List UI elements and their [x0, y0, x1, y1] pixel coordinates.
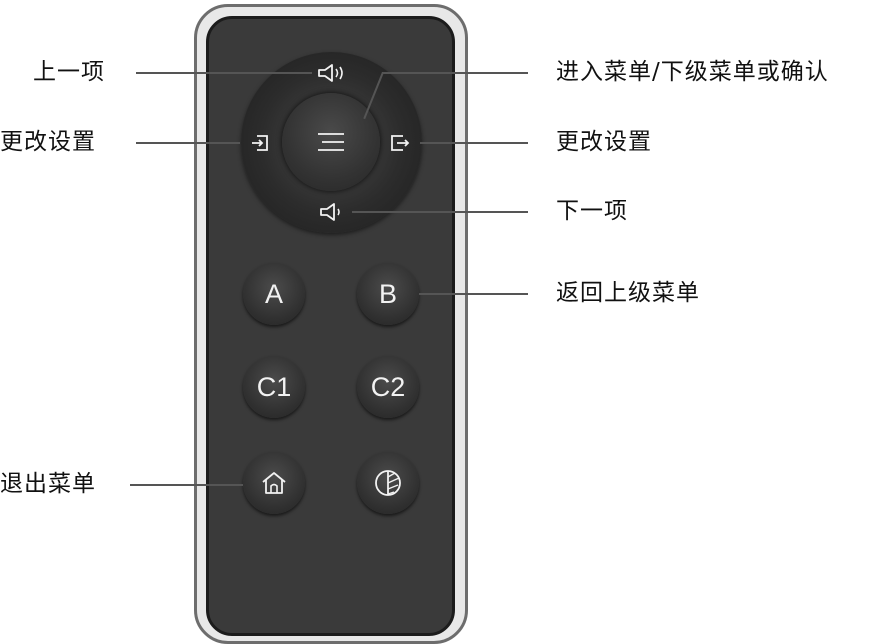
c2-button[interactable]: C2: [357, 356, 419, 418]
remote-diagram: A B C1 C2 上一项 更改设置 进入菜单/下级菜单或确认 更改设置 下一项…: [0, 4, 829, 644]
output-icon[interactable]: [389, 133, 411, 153]
leader-enter-menu: [382, 72, 528, 74]
label-next-item: 下一项: [556, 198, 628, 224]
leader-change-setting-left: [136, 142, 240, 144]
leader-change-setting-right: [420, 142, 528, 144]
volume-down-icon[interactable]: [318, 201, 346, 223]
label-prev-item: 上一项: [33, 59, 105, 85]
leader-prev-item: [136, 72, 312, 74]
a-button[interactable]: A: [243, 263, 305, 325]
label-back-menu: 返回上级菜单: [556, 280, 700, 306]
leader-exit-menu: [130, 484, 243, 486]
home-icon: [262, 472, 286, 494]
b-button[interactable]: B: [357, 263, 419, 325]
home-button[interactable]: [243, 452, 305, 514]
label-exit-menu: 退出菜单: [0, 471, 96, 497]
volume-up-icon[interactable]: [316, 62, 348, 84]
c1-button[interactable]: C1: [243, 356, 305, 418]
label-enter-menu: 进入菜单/下级菜单或确认: [556, 59, 829, 85]
label-change-setting-right: 更改设置: [556, 129, 652, 155]
input-icon[interactable]: [249, 133, 271, 153]
leader-back-menu: [419, 293, 528, 295]
leader-next-item: [352, 211, 528, 213]
label-change-setting-left: 更改设置: [0, 129, 96, 155]
contrast-icon: [375, 470, 401, 496]
contrast-button[interactable]: [357, 452, 419, 514]
menu-icon: [318, 133, 344, 151]
